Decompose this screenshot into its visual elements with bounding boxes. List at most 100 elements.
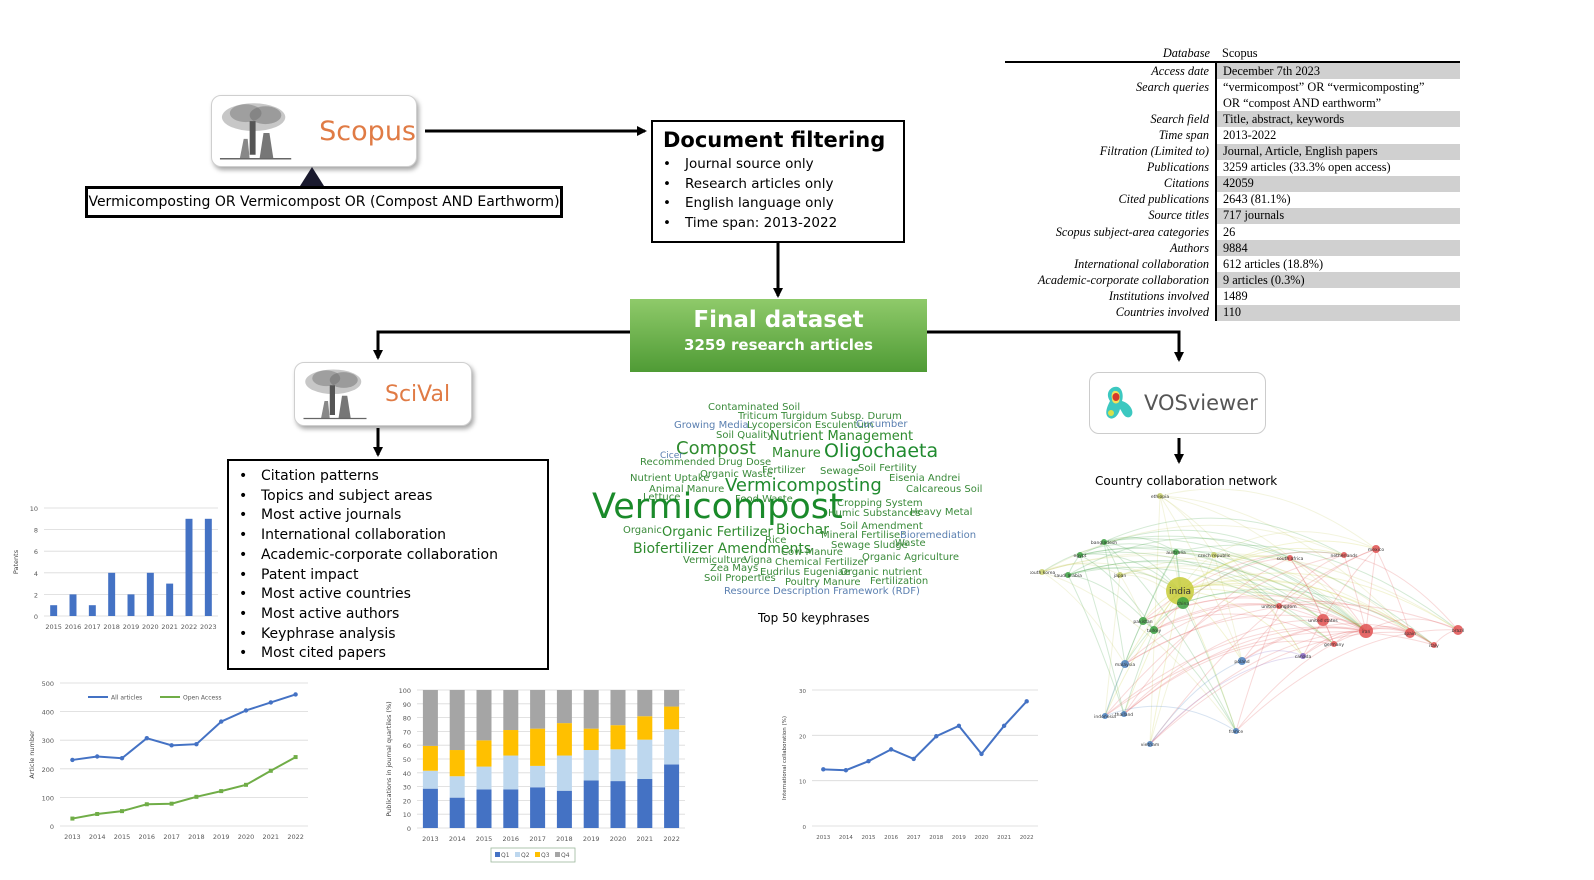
bullet: • [239,468,248,484]
metadata-value: 717 journals [1215,207,1460,225]
bullet: • [239,527,248,544]
filter-item: •Research articles only [663,175,834,192]
collaboration-edge [1343,554,1367,632]
x-tick-label: 2023 [200,623,217,631]
collaboration-edge [1041,555,1367,632]
country-label: china [1177,601,1189,607]
collaboration-edge [1159,495,1367,632]
y-tick-label: 60 [403,742,411,750]
analysis-item: •Most active authors [239,605,537,625]
collaboration-edge [1041,562,1181,592]
stacked-bar-segment [476,740,492,767]
data-point [219,719,224,724]
y-tick-label: 0 [803,825,807,831]
keyphrase: Biofertilizer Amendments [633,541,812,557]
stacked-bar-segment [556,723,572,756]
collaboration-edge [1179,584,1324,621]
y-tick-label: 10 [30,505,38,513]
collaboration-edge [1067,574,1125,715]
country-node [1121,660,1129,668]
x-tick-label: 2016 [884,835,898,841]
country-label: france [1229,729,1244,735]
metadata-value: 42059 [1215,175,1460,192]
legend-swatch [535,852,540,857]
collaboration-edge [1104,551,1177,717]
collaboration-edge [1123,629,1155,715]
data-point [293,692,298,697]
x-tick-label: 2022 [1020,835,1034,841]
metadata-row: Search queries“vermicompost” OR “vermico… [1005,79,1460,96]
x-tick-label: 2017 [907,835,921,841]
y-tick-label: 90 [403,701,411,709]
bar [146,572,154,616]
data-point [194,794,199,799]
y-tick-label: 70 [403,728,411,736]
keyphrase: Vermiculture [683,555,747,566]
x-tick-label: 2020 [142,623,159,631]
collaboration-edge [1149,630,1367,745]
x-tick-label: 2018 [103,623,120,631]
country-label: iran [1362,629,1371,635]
collaboration-edge [1289,557,1335,645]
filter-item: •Journal source only [663,156,814,172]
filter-item: •English language only [663,195,834,211]
y-tick-label: 30 [403,784,411,792]
collaboration-edge [1103,541,1126,665]
country-node [1317,614,1329,626]
country-label: united states [1308,618,1338,624]
metadata-row: Filtration (Limited to)Journal, Article,… [1005,143,1460,160]
final-dataset-title: Final dataset [693,307,864,333]
country-node [1372,545,1380,553]
collaboration-edge [1149,655,1304,745]
country-node [1431,642,1437,648]
collaboration-edge [1103,535,1435,646]
stacked-bar-segment [422,690,438,746]
legend-label: Q2 [521,852,530,859]
legend-label: Q1 [501,852,510,859]
country-node [1173,549,1179,555]
stacked-bar-segment [664,706,680,730]
stacked-bar-segment [637,716,653,740]
country-node [1077,552,1083,558]
x-tick-label: 2019 [213,833,230,841]
keyphrase: Vermicomposting [725,475,882,496]
collaboration-edge [1289,557,1324,621]
collaboration-edge [1149,495,1161,745]
country-label: mexico [1368,547,1384,553]
keyphrase: Organic Waste [700,469,773,480]
collaboration-edge [1041,552,1435,646]
stacked-bar-segment [476,789,492,828]
stacked-bar-segment [637,779,653,828]
analysis-item: •Most active countries [239,585,537,605]
metadata-key: Database [1005,45,1216,64]
stacked-bar-segment [610,690,626,726]
collaboration-edge [1159,488,1377,550]
collaboration-edge [1182,551,1345,604]
analysis-item: •Most active journals [239,506,537,526]
y-tick-label: 4 [34,570,38,578]
analysis-item: •Citation patterns [239,467,537,487]
analysis-label: Keyphrase analysis [261,625,396,642]
collaboration-edge [1153,603,1324,631]
data-point [70,816,75,821]
collaboration-edge [1159,495,1243,662]
collaboration-edge [1179,540,1377,592]
keyphrase: Sewage Sludge [831,540,908,551]
legend-swatch [495,852,500,857]
collaboration-edge [1159,495,1411,634]
bullet: • [239,546,248,563]
country-label: italy [1429,643,1439,649]
metadata-key: Academic-corporate collaboration [1037,272,1209,287]
keyphrase: Zea Mays [710,563,759,574]
metadata-value: Journal, Article, English papers [1215,143,1460,160]
country-label: czech republic [1198,553,1231,559]
collaboration-edge [1153,557,1291,631]
y-tick-label: 10 [403,811,411,819]
y-tick-label: 6 [34,548,38,556]
country-label: canada [1295,654,1312,660]
x-tick-label: 2022 [287,833,304,841]
